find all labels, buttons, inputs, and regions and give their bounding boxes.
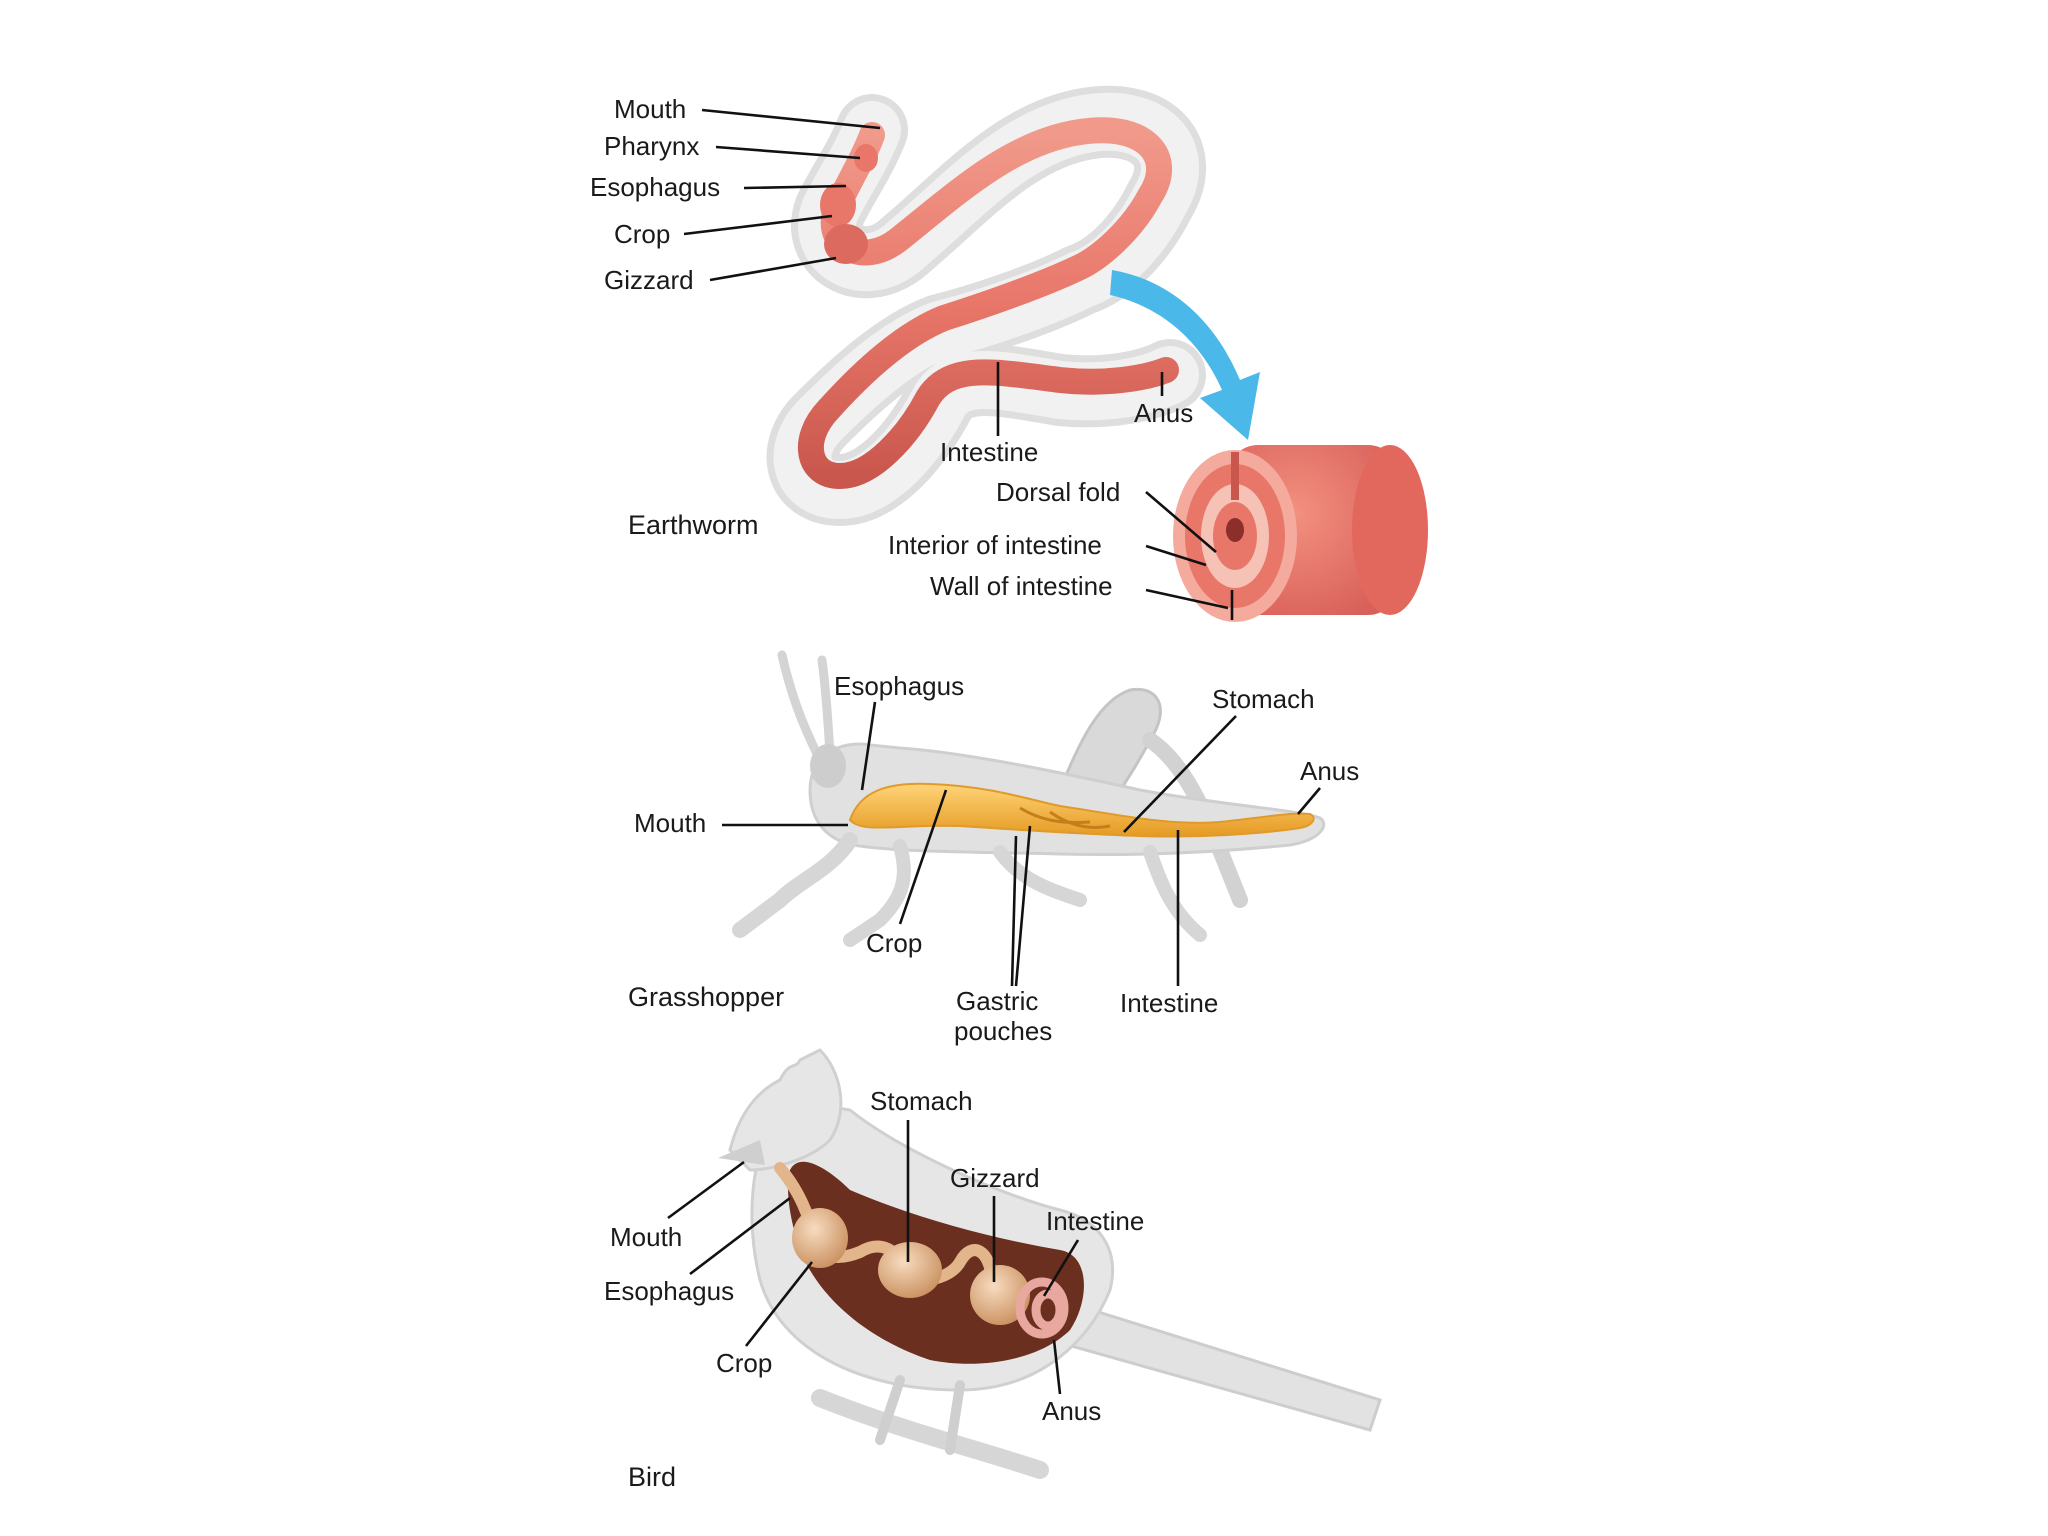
bird-name: Bird — [628, 1462, 676, 1492]
earthworm-gizzard-label: Gizzard — [604, 265, 694, 295]
grasshopper-esophagus-label: Esophagus — [834, 671, 964, 701]
earthworm-labels: Mouth Pharynx Esophagus Crop Gizzard Int… — [590, 94, 1234, 620]
grasshopper-gut — [848, 782, 1315, 838]
bird-intestine-label: Intestine — [1046, 1206, 1144, 1236]
bird-anus-label: Anus — [1042, 1396, 1101, 1426]
bird-stomach — [878, 1242, 942, 1298]
gastric-pouches-label-line1: Gastric — [956, 986, 1038, 1016]
interior-of-intestine-label: Interior of intestine — [888, 530, 1102, 560]
earthworm-name: Earthworm — [628, 510, 759, 540]
grasshopper-stomach-label: Stomach — [1212, 684, 1315, 714]
earthworm-anus-label: Anus — [1134, 398, 1193, 428]
earthworm-pharynx — [854, 144, 878, 172]
bird-crop — [792, 1208, 848, 1268]
earthworm-crop-label: Crop — [614, 219, 670, 249]
bird-head — [728, 1048, 843, 1172]
earthworm-gut — [798, 117, 1179, 489]
bird-gizzard-label: Gizzard — [950, 1163, 1040, 1193]
grasshopper-intestine-label: Intestine — [1120, 988, 1218, 1018]
dorsal-fold-label: Dorsal fold — [996, 477, 1120, 507]
grasshopper-illustration — [732, 650, 1326, 947]
gastric-pouches-label-line2: pouches — [954, 1016, 1052, 1046]
earthworm-pharynx-label: Pharynx — [604, 131, 699, 161]
bird-crop-label: Crop — [716, 1348, 772, 1378]
bird-gizzard — [970, 1265, 1030, 1325]
bird-mouth-label: Mouth — [610, 1222, 682, 1252]
grasshopper-name: Grasshopper — [628, 982, 784, 1012]
bird-illustration — [718, 1048, 1382, 1479]
grasshopper-mouth-label: Mouth — [634, 808, 706, 838]
earthworm-illustration — [766, 85, 1428, 622]
intestine-cross-section — [1173, 445, 1428, 622]
bird-esophagus-label: Esophagus — [604, 1276, 734, 1306]
bird-stomach-label: Stomach — [870, 1086, 973, 1116]
grasshopper-labels: Esophagus Stomach Anus Mouth Crop Gastri… — [628, 671, 1359, 1046]
earthworm-intestine-label: Intestine — [940, 437, 1038, 467]
bird-labels: Stomach Gizzard Intestine Mouth Esophagu… — [604, 1086, 1144, 1492]
earthworm-gizzard — [824, 224, 868, 264]
grasshopper-crop-label: Crop — [866, 928, 922, 958]
earthworm-crop — [820, 183, 856, 227]
grasshopper-anus-label: Anus — [1300, 756, 1359, 786]
earthworm-esophagus-label: Esophagus — [590, 172, 720, 202]
bird-intestine — [1015, 1277, 1069, 1339]
wall-of-intestine-label: Wall of intestine — [930, 571, 1113, 601]
earthworm-mouth-label: Mouth — [614, 94, 686, 124]
section-arrow — [1110, 270, 1260, 440]
